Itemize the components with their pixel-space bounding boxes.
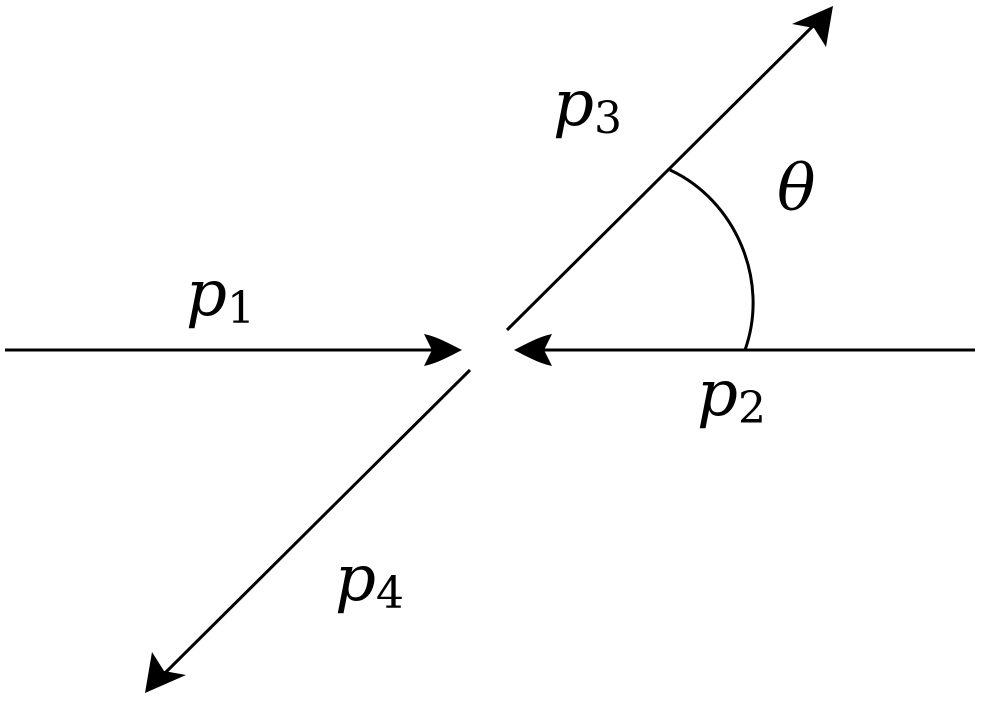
arrow-p4-shaft (160, 368, 472, 678)
label-p4: p4 (335, 542, 404, 619)
arrow-p3-shaft (505, 22, 817, 332)
angle-arc (669, 168, 755, 351)
label-p1: p1 (186, 257, 255, 334)
arrow-p1 (5, 334, 462, 366)
arrow-p1-head (424, 334, 462, 366)
arrow-p2-head (514, 334, 552, 366)
arrow-p3-head (792, 6, 833, 47)
label-p3: p3 (553, 67, 622, 144)
label-p2: p2 (697, 357, 766, 434)
arrow-p2 (514, 334, 975, 366)
arrow-p4-head (145, 652, 186, 693)
arrow-p3 (505, 6, 833, 332)
label-theta: θ (777, 152, 816, 226)
arrow-p4 (145, 368, 472, 693)
